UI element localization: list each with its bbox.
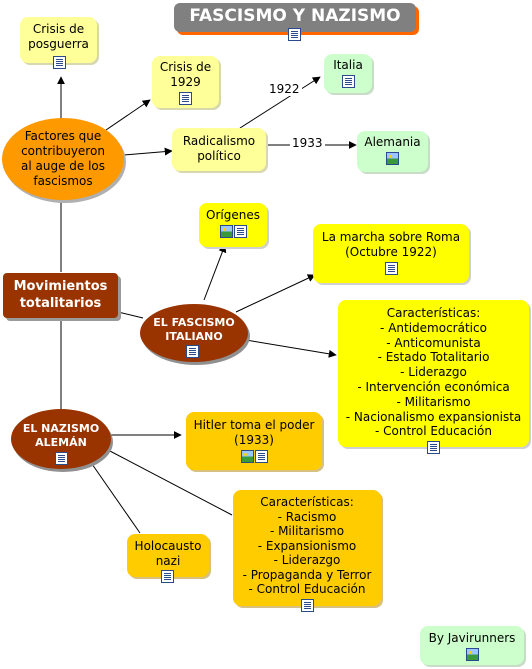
- line-fascismo-marcha: [235, 274, 316, 313]
- node-hitler[interactable]: Hitler toma el poder (1933): [186, 412, 322, 470]
- node-hitler-text: Hitler toma el poder (1933): [193, 418, 315, 447]
- node-nazismo-aleman-document-icon[interactable]: [55, 452, 68, 465]
- node-caracteristicas-italia-text: Características: - Antidemocrático - Ant…: [345, 306, 522, 439]
- line-fascismo-origenes: [203, 244, 227, 301]
- page-title: FASCISMO Y NAZISMO: [174, 3, 416, 32]
- node-crisis-posguerra-document-icon[interactable]: [53, 56, 66, 69]
- node-caracteristicas-italia[interactable]: Características: - Antidemocrático - Ant…: [338, 300, 529, 455]
- node-credit[interactable]: By Javirunners: [420, 626, 524, 665]
- title-document-icon[interactable]: [288, 28, 301, 41]
- node-alemania-image-icon[interactable]: [386, 152, 399, 165]
- node-movimientos-text: Movimientos totalitarios: [13, 279, 108, 311]
- link-label-1933: 1933: [290, 136, 325, 150]
- node-origenes-image-icon[interactable]: [219, 225, 233, 238]
- node-alemania-text: Alemania: [364, 135, 421, 149]
- node-nazismo-aleman-text: EL NAZISMO ALEMÁN: [22, 422, 100, 449]
- line-radicalismo-italia: [239, 76, 321, 129]
- line-factores-1929: [105, 99, 151, 131]
- node-italia-text: Italia: [333, 58, 363, 72]
- node-italia[interactable]: Italia: [324, 54, 372, 93]
- node-caracteristicas-aleman-document-icon[interactable]: [300, 598, 314, 612]
- node-holocausto-document-icon[interactable]: [161, 570, 174, 583]
- node-caracteristicas-aleman[interactable]: Características: - Racismo - Militarismo…: [233, 490, 381, 612]
- node-origenes-text: Orígenes: [206, 208, 260, 222]
- node-origenes[interactable]: Orígenes: [199, 203, 267, 247]
- node-crisis-1929[interactable]: Crisis de 1929: [152, 56, 219, 108]
- node-holocausto-text: Holocausto nazi: [134, 539, 202, 568]
- node-credit-image-icon[interactable]: [465, 648, 479, 661]
- node-italia-document-icon[interactable]: [341, 75, 355, 88]
- node-crisis-posguerra[interactable]: Crisis de posguerra: [20, 17, 97, 63]
- line-fascismo-caract: [245, 339, 337, 358]
- line-nazismo-holocausto: [91, 463, 141, 534]
- node-holocausto[interactable]: Holocausto nazi: [127, 534, 209, 577]
- line-nazismo-caract: [107, 449, 233, 516]
- node-marcha-roma[interactable]: La marcha sobre Roma (Octubre 1922): [313, 224, 469, 283]
- node-fascismo-italiano-text: EL FASCISMO ITALIANO: [153, 316, 235, 343]
- node-hitler-image-icon[interactable]: [240, 450, 254, 463]
- node-origenes-document-icon[interactable]: [233, 225, 247, 238]
- node-radicalismo[interactable]: Radicalismo político: [172, 128, 266, 171]
- node-alemania[interactable]: Alemania: [357, 131, 428, 172]
- node-hitler-document-icon[interactable]: [254, 450, 268, 463]
- line-movimientos-fascismo: [117, 311, 144, 319]
- node-movimientos-totalitarios[interactable]: Movimientos totalitarios: [3, 273, 118, 318]
- node-factores[interactable]: Factores que contribuyeron al auge de lo…: [2, 118, 124, 200]
- node-crisis-1929-document-icon[interactable]: [179, 92, 192, 105]
- link-label-1922: 1922: [267, 82, 302, 96]
- node-radicalismo-text: Radicalismo político: [182, 134, 256, 163]
- node-credit-text: By Javirunners: [428, 631, 516, 645]
- node-marcha-roma-document-icon[interactable]: [384, 262, 398, 275]
- node-crisis-posguerra-text: Crisis de posguerra: [28, 22, 89, 51]
- node-factores-text: Factores que contribuyeron al auge de lo…: [20, 129, 106, 188]
- node-crisis-1929-text: Crisis de 1929: [159, 60, 212, 89]
- line-factores-radicalismo: [123, 147, 173, 156]
- node-caracteristicas-aleman-text: Características: - Racismo - Militarismo…: [242, 495, 372, 596]
- node-fascismo-italiano-document-icon[interactable]: [186, 345, 199, 358]
- node-marcha-roma-text: La marcha sobre Roma (Octubre 1922): [321, 230, 461, 259]
- node-caracteristicas-italia-document-icon[interactable]: [427, 441, 440, 455]
